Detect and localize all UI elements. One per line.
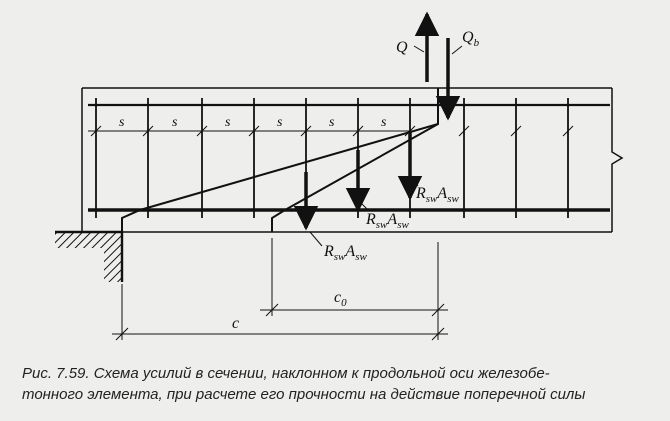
caption-line-2: тонного элемента, при расчете его прочно…	[22, 386, 586, 403]
diagram-labels: Q Qb s s s s s s RswAsw RswAsw RswAsw c0 c	[119, 29, 480, 332]
rsw-label-3: RswAsw	[323, 243, 367, 263]
dimension-lines	[112, 238, 448, 341]
beam-diagram: Q Qb s s s s s s RswAsw RswAsw RswAsw c0 c	[55, 11, 624, 341]
spacing-label: s	[225, 115, 231, 130]
c0-label: c0	[334, 289, 347, 309]
spacing-tick	[510, 125, 522, 137]
rsw-label-2: RswAsw	[365, 211, 409, 231]
stirrup-force-arrows	[293, 132, 423, 247]
c-label: c	[232, 315, 239, 332]
beam-outline	[81, 87, 624, 233]
longitudinal-bars	[88, 103, 610, 212]
rsw-label-1: RswAsw	[415, 185, 459, 205]
spacing-tick	[458, 125, 470, 137]
caption-line-1: Рис. 7.59. Схема усилий в сечении, накло…	[22, 365, 550, 382]
spacing-label: s	[119, 115, 125, 130]
support	[55, 230, 124, 282]
qb-label: Qb	[462, 29, 480, 49]
q-label: Q	[396, 39, 408, 56]
figure-caption: Рис. 7.59. Схема усилий в сечении, накло…	[22, 363, 662, 405]
spacing-label: s	[329, 115, 335, 130]
spacing-label: s	[277, 115, 283, 130]
spacing-label: s	[381, 115, 387, 130]
spacing-label: s	[172, 115, 178, 130]
shear-force-arrows	[413, 11, 463, 121]
spacing-tick	[562, 125, 574, 137]
